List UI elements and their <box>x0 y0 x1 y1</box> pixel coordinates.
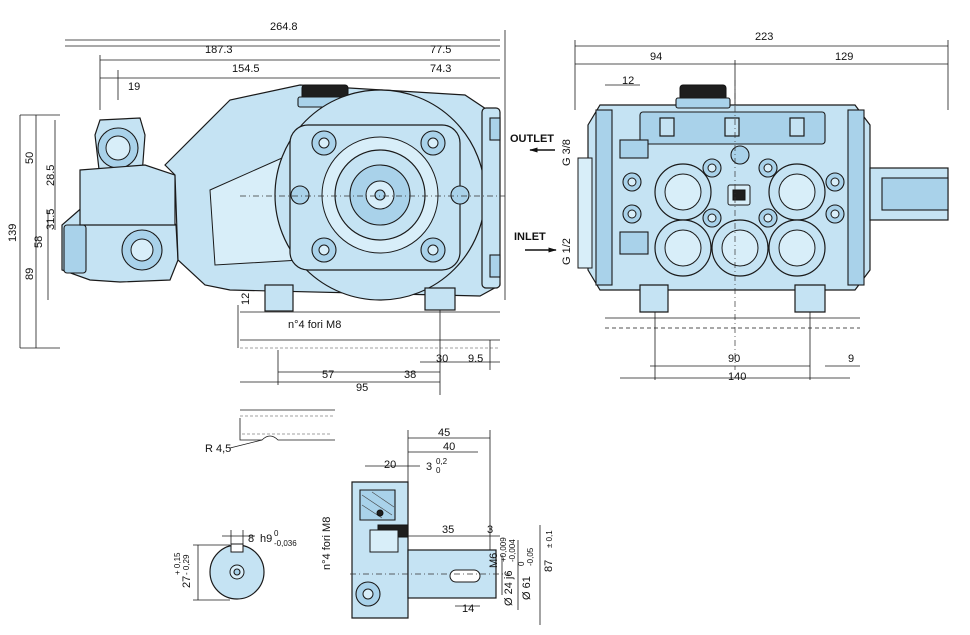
dim-89: 89 <box>24 268 36 280</box>
dim-154: 154.5 <box>232 63 260 75</box>
outlet-thread: G 3/8 <box>561 139 573 166</box>
outlet-label: OUTLET <box>510 133 554 145</box>
shaft-detail: 45 40 20 3 0,2 0 35 3 14 M6 Ø 24 j6 +0,0… <box>321 427 555 625</box>
side-view: 264.8 187.3 77.5 154.5 74.3 19 139 50 58… <box>7 21 506 395</box>
side-view-base: n°4 fori M8 12 <box>237 293 500 349</box>
dim-58: 58 <box>33 236 45 248</box>
port-labels: OUTLET G 3/8 INLET G 1/2 <box>510 133 573 265</box>
dim-90: 90 <box>728 353 740 365</box>
dim-35: 35 <box>442 524 454 536</box>
dim-12-front: 12 <box>622 75 634 87</box>
dim-front-overall: 223 <box>755 31 773 43</box>
dim-r4-5: R 4,5 <box>205 443 231 455</box>
dim-50: 50 <box>24 152 36 164</box>
dim-19: 19 <box>128 81 140 93</box>
dim-187: 187.3 <box>205 44 233 56</box>
pump-front-body <box>577 80 949 370</box>
dim-key-h9-tol-up: 0 <box>274 529 279 538</box>
dim-3: 3 <box>487 524 493 536</box>
thread-m6: M6 <box>488 553 500 568</box>
dim-30: 30 <box>436 353 448 365</box>
dim-139: 139 <box>7 224 19 242</box>
shaft-holes-note: n°4 fori M8 <box>321 517 333 570</box>
dim-95: 95 <box>356 382 368 394</box>
dim-3-top: 3 <box>426 461 432 473</box>
dim-61-tol-up: 0 <box>517 561 526 566</box>
dim-87: 87 <box>543 560 555 572</box>
dim-key-h9-tol-low: -0,036 <box>274 539 297 548</box>
dim-20: 20 <box>384 459 396 471</box>
dim-3-tol-up: 0,2 <box>436 457 448 466</box>
dim-3-tol-low: 0 <box>436 466 441 475</box>
dim-38: 38 <box>404 369 416 381</box>
dim-key-8: 8 <box>248 533 254 545</box>
front-view-bottom-dimensions: 90 9 140 <box>605 312 860 383</box>
dim-overall-length: 264.8 <box>270 21 298 33</box>
side-view-top-dimensions: 264.8 187.3 77.5 154.5 74.3 19 <box>65 21 506 300</box>
dim-74: 74.3 <box>430 63 451 75</box>
side-view-bottom-dimensions: 57 95 38 30 9.5 <box>240 310 500 395</box>
dim-77: 77.5 <box>430 44 451 56</box>
dim-87-tol: ± 0,1 <box>545 530 554 548</box>
dim-24: Ø 24 j6 <box>503 571 515 606</box>
dim-57: 57 <box>322 369 334 381</box>
dim-140: 140 <box>728 371 746 383</box>
side-view-left-dimensions: 139 50 58 89 28.5 31.5 <box>7 114 60 349</box>
inlet-thread: G 1/2 <box>561 238 573 265</box>
dim-12-side: 12 <box>240 293 252 305</box>
shaft-cross-section: 8 h9 0 -0,036 27 + 0,15 - 0,29 <box>173 529 297 601</box>
dim-9: 9 <box>848 353 854 365</box>
front-view: 223 94 129 12 <box>510 31 949 383</box>
front-view-top-dimensions: 223 94 129 12 <box>574 31 949 110</box>
dim-27-tol-up: + 0,15 <box>173 552 182 575</box>
dim-45: 45 <box>438 427 450 439</box>
dim-27: 27 <box>181 576 193 588</box>
dim-27-tol-low: - 0,29 <box>182 554 191 575</box>
dim-28: 28.5 <box>45 165 57 186</box>
dim-24-tol-up: +0,009 <box>499 537 508 562</box>
dim-129: 129 <box>835 51 853 63</box>
dim-31: 31.5 <box>45 209 57 230</box>
foot-detail: R 4,5 <box>205 409 335 455</box>
pump-side-body <box>61 84 505 312</box>
dim-61-tol-low: -0,05 <box>526 547 535 566</box>
dim-94: 94 <box>650 51 662 63</box>
dim-key-h9: h9 <box>260 533 272 545</box>
dim-61: Ø 61 <box>521 576 533 600</box>
dim-14: 14 <box>462 603 474 615</box>
dim-24-tol-low: -0,004 <box>508 539 517 562</box>
side-holes-note: n°4 fori M8 <box>288 319 341 331</box>
dim-9-5: 9.5 <box>468 353 483 365</box>
inlet-label: INLET <box>514 231 546 243</box>
dim-40: 40 <box>443 441 455 453</box>
